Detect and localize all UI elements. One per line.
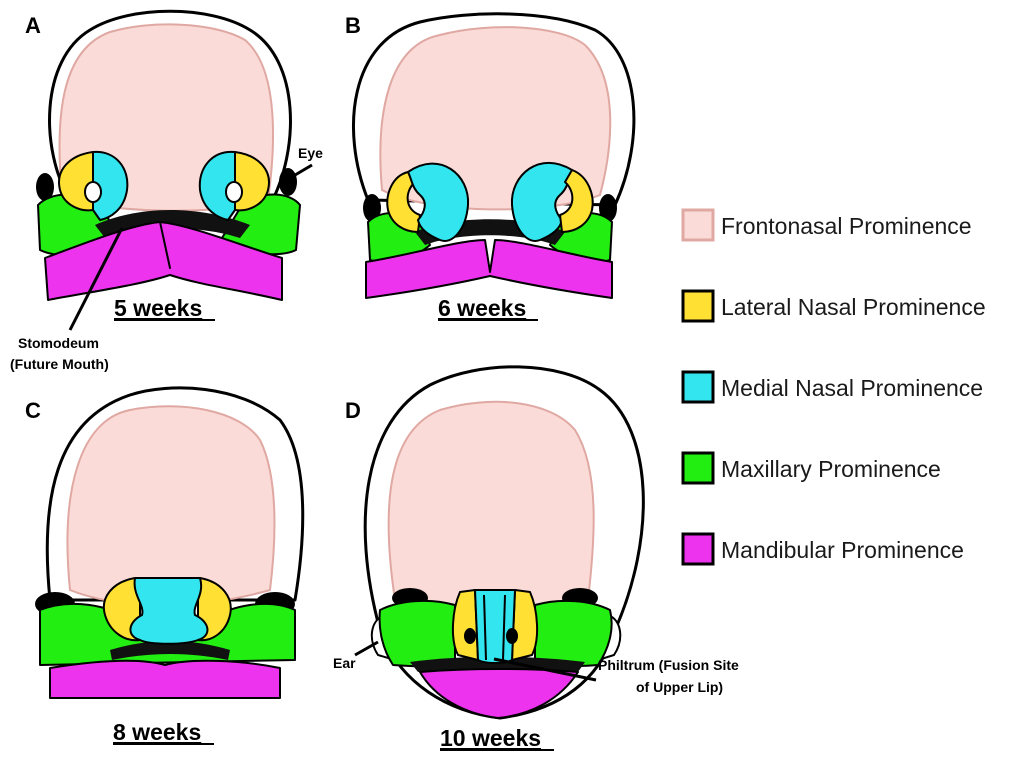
eye-pointer (289, 163, 313, 180)
lateral-nasal-right-d (511, 589, 539, 661)
legend-label-4: Mandibular Prominence (721, 537, 964, 563)
philtrum-label-line1: Philtrum (Fusion Site (598, 657, 739, 673)
lateral-nasal-left-d (451, 589, 479, 661)
age-label-c: 8 weeks (113, 719, 201, 745)
medial-nasal-right-a (198, 150, 236, 221)
panel-b: B 6 weeks (345, 12, 636, 321)
philtrum-left-line-d (483, 594, 487, 661)
stomodeum-label-line1: Stomodeum (18, 335, 99, 351)
legend-swatch-0 (681, 208, 715, 242)
panel-letter-d: D (345, 398, 361, 423)
legend-swatch-3 (681, 451, 715, 485)
philtrum-right-line-d (502, 594, 506, 661)
panel-letter-c: C (25, 398, 41, 423)
panel-c: C 8 weeks (25, 386, 305, 745)
nasal-pit-left-a (84, 181, 102, 203)
eye-left-a (36, 173, 54, 201)
mandibular-a (44, 221, 283, 301)
legend-label-1: Lateral Nasal Prominence (721, 294, 986, 320)
ear-label: Ear (333, 655, 356, 671)
stomodeum-c (110, 641, 230, 660)
frontonasal-prominence-d (387, 400, 595, 613)
lateral-nasal-left-b (386, 171, 421, 233)
legend-swatch-2 (681, 370, 715, 404)
age-label-d: 10 weeks (440, 725, 541, 751)
lateral-nasal-right-a (234, 151, 270, 212)
legend-swatch-4 (681, 532, 715, 566)
legend-label-3: Maxillary Prominence (721, 456, 941, 482)
age-label-a: 5 weeks (114, 295, 202, 321)
eye-left-b (363, 194, 381, 222)
nostril-right-d (506, 628, 518, 644)
age-label-b: 6 weeks (438, 295, 526, 321)
eye-right-b (599, 194, 617, 222)
medial-nasal-d (474, 589, 516, 664)
medial-nasal-left-b (407, 162, 470, 242)
philtrum-pointer (493, 657, 597, 682)
mandibular-b (365, 239, 613, 299)
panel-letter-b: B (345, 13, 361, 38)
stomodeum-pointer (68, 227, 124, 331)
eye-label: Eye (298, 145, 323, 161)
legend-label-2: Medial Nasal Prominence (721, 375, 983, 401)
nasal-pit-right-a (225, 181, 243, 203)
lateral-nasal-right-b (559, 169, 594, 233)
eye-right-a (279, 168, 297, 196)
mandibular-c (49, 659, 281, 699)
panel-a: A 5 weeks Eye Stomodeum (Future Mouth) (10, 9, 323, 372)
frontonasal-prominence-c (66, 405, 276, 606)
stomodeum-label-line2: (Future Mouth) (10, 356, 109, 372)
legend-swatch-1 (681, 289, 715, 323)
legend-label-0: Frontonasal Prominence (721, 213, 972, 239)
mandibular-d (419, 668, 579, 719)
medial-nasal-c (129, 577, 209, 645)
philtrum-label-line2: of Upper Lip) (636, 679, 723, 695)
medial-nasal-right-b (510, 161, 573, 242)
ear-pointer (354, 640, 379, 657)
panel-letter-a: A (25, 13, 41, 38)
panel-d: D 10 weeks Ear Philtrum (Fusion Site of … (333, 365, 739, 751)
nostril-left-d (464, 628, 476, 644)
medial-nasal-left-a (92, 150, 129, 221)
